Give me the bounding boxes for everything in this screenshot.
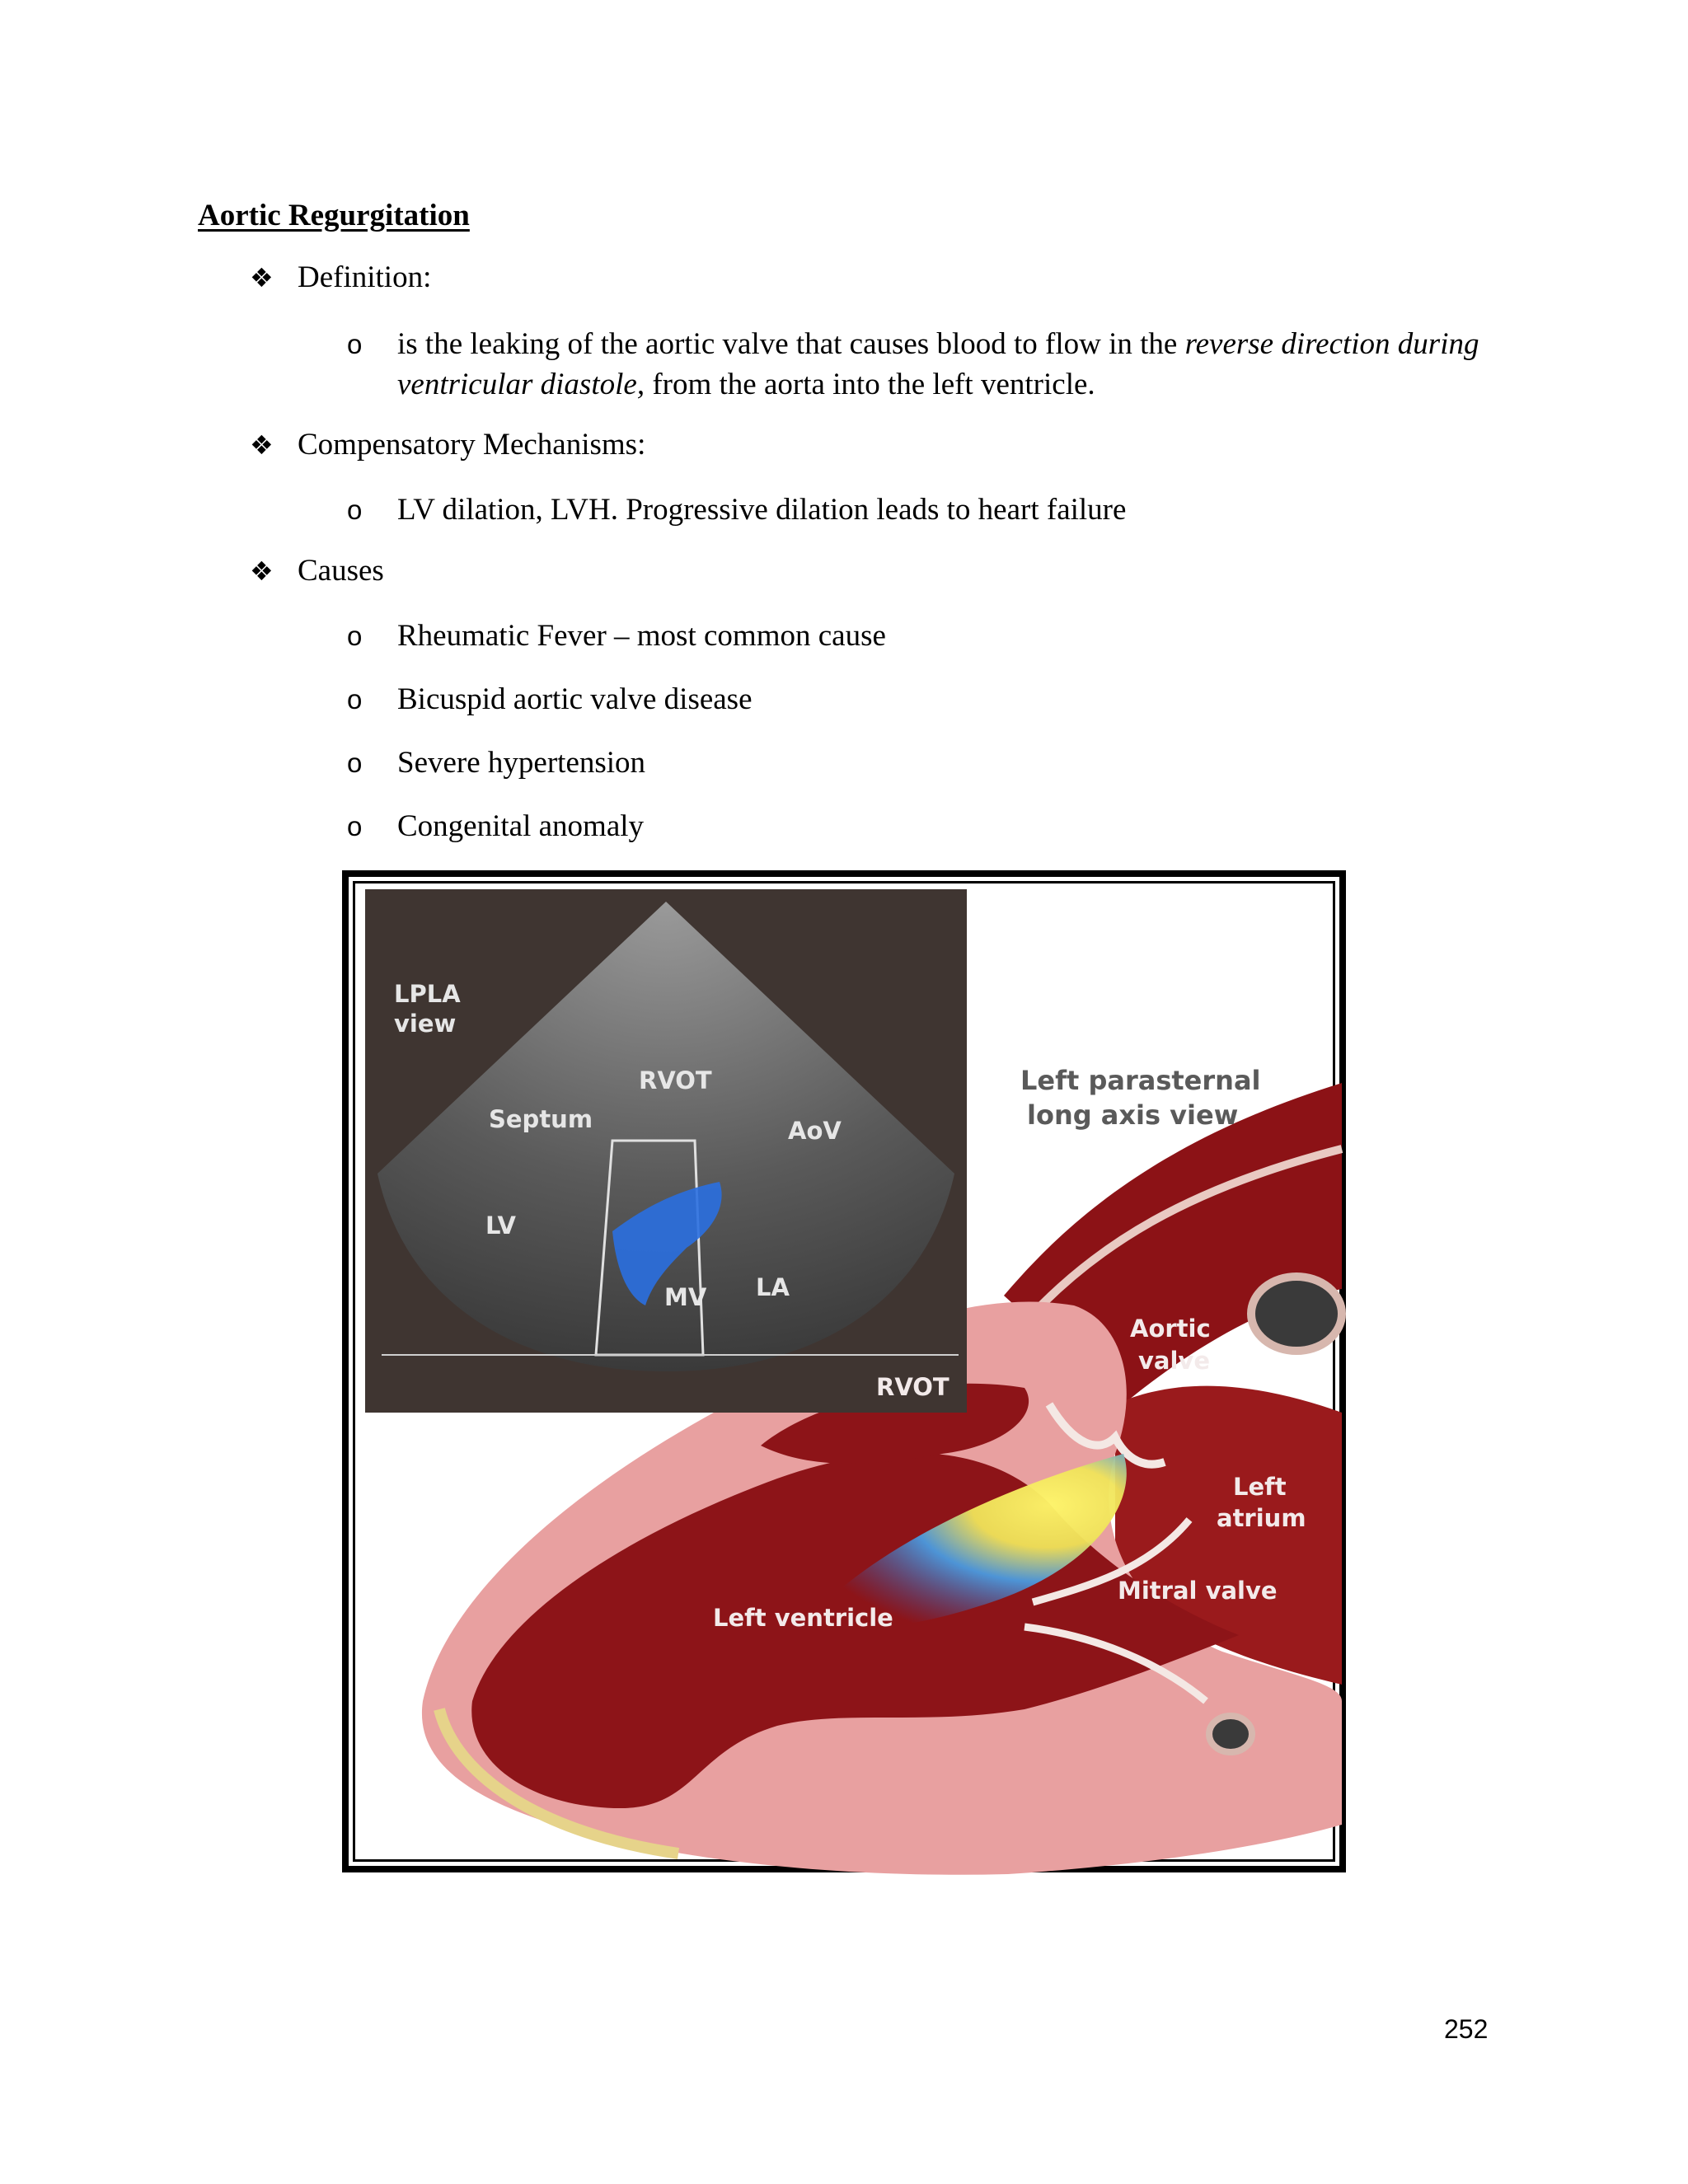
heart-label-left-atrium-2: atrium <box>1217 1504 1306 1532</box>
list-item-text: Congenital anomaly <box>397 809 645 843</box>
diamond-bullet-icon: ❖ <box>250 555 274 587</box>
heart-label-aortic-valve-1: Aortic <box>1130 1315 1211 1343</box>
echo-label-aov: AoV <box>788 1117 842 1145</box>
echo-label-view: view <box>394 1010 456 1038</box>
section-causes: ❖ Causes <box>250 553 384 588</box>
diamond-bullet-icon: ❖ <box>250 429 274 461</box>
heart-anatomy <box>421 1083 1346 1875</box>
list-item: o Bicuspid aortic valve disease <box>347 679 1484 719</box>
definition-text-end: from the aorta into the left ventricle. <box>645 368 1095 401</box>
list-item: o Severe hypertension <box>347 743 1484 783</box>
page-number: 252 <box>1444 2014 1489 2044</box>
figure-caption-line-1: Left parasternal <box>1020 1065 1261 1096</box>
echo-label-lv: LV <box>485 1212 516 1240</box>
list-item: o is the leaking of the aortic valve tha… <box>347 324 1484 405</box>
circle-bullet-icon: o <box>347 811 363 841</box>
heart-figure: LPLA view RVOT Septum AoV LV MV LA Left … <box>342 870 1346 1875</box>
list-item-text: Bicuspid aortic valve disease <box>397 682 753 716</box>
circle-bullet-icon: o <box>347 494 363 525</box>
definition-text-italic: reverse direction during ventricular dia… <box>397 327 1479 401</box>
diamond-bullet-icon: ❖ <box>250 262 274 293</box>
heart-label-left-atrium-1: Left <box>1233 1473 1287 1501</box>
heart-illustration: LPLA view RVOT Septum AoV LV MV LA Left … <box>365 889 1346 1875</box>
list-item-text: Rheumatic Fever – most common cause <box>397 619 886 653</box>
circle-bullet-icon: o <box>347 621 363 651</box>
circle-bullet-icon: o <box>347 684 363 715</box>
section-heading: Causes <box>298 554 384 588</box>
heart-label-rvot: RVOT <box>876 1373 950 1401</box>
figure-caption-line-2: long axis view <box>1027 1099 1238 1131</box>
echo-label-lpla: LPLA <box>394 980 461 1008</box>
echo-panel <box>365 889 967 1413</box>
circle-bullet-icon: o <box>347 748 363 778</box>
list-item-text: LV dilation, LVH. Progressive dilation l… <box>397 493 1127 527</box>
echo-label-rvot: RVOT <box>639 1066 712 1094</box>
section-heading: Definition: <box>298 260 432 294</box>
section-heading: Compensatory Mechanisms: <box>298 428 646 462</box>
heart-label-left-ventricle: Left ventricle <box>713 1604 893 1632</box>
list-item: o Congenital anomaly <box>347 806 1484 846</box>
section-compensatory: ❖ Compensatory Mechanisms: <box>250 427 645 462</box>
heart-label-aortic-valve-2: valve <box>1138 1347 1210 1375</box>
list-item: o Rheumatic Fever – most common cause <box>347 616 1484 656</box>
section-definition: ❖ Definition: <box>250 260 431 295</box>
list-item: o LV dilation, LVH. Progressive dilation… <box>347 490 1484 530</box>
definition-text-plain: is the leaking of the aortic valve that … <box>397 327 1185 361</box>
circle-bullet-icon: o <box>347 329 363 359</box>
list-item-text: Severe hypertension <box>397 746 646 780</box>
echo-label-la: LA <box>756 1273 790 1301</box>
definition-text: is the leaking of the aortic valve that … <box>397 324 1484 405</box>
echo-label-mv: MV <box>664 1283 707 1311</box>
page-title: Aortic Regurgitation <box>198 199 470 232</box>
heart-label-mitral-valve: Mitral valve <box>1118 1577 1278 1605</box>
echo-label-septum: Septum <box>489 1105 593 1133</box>
